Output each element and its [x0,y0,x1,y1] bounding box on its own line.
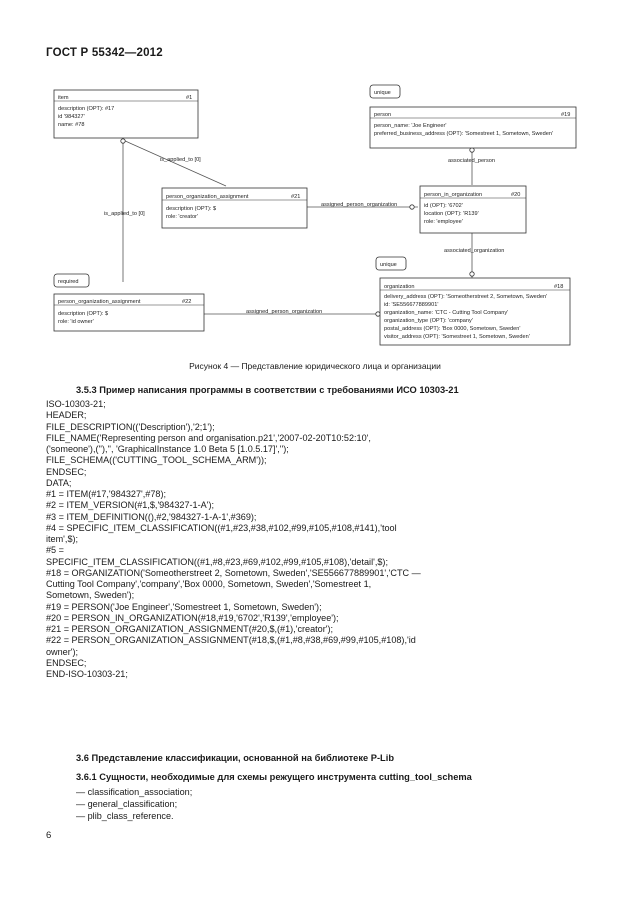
code-line: SPECIFIC_ITEM_CLASSIFICATION((#1,#8,#23,… [46,556,388,567]
list-item: — plib_class_reference. [76,811,174,821]
svg-text:person_in_organization: person_in_organization [424,192,482,198]
svg-text:role: 'creator': role: 'creator' [166,214,198,220]
svg-text:postal_address (OPT): 'Box 000: postal_address (OPT): 'Box 0000, Sometow… [384,326,520,332]
code-line: Sometown, Sweden'); [46,590,135,601]
svg-text:description (OPT): $: description (OPT): $ [58,311,109,317]
svg-text:#20: #20 [511,192,520,198]
svg-text:description (OPT): $: description (OPT): $ [166,206,217,212]
list-item: — classification_association; [76,787,193,797]
svg-text:unique: unique [380,262,397,268]
svg-text:delivery_address (OPT): 'Someo: delivery_address (OPT): 'Someotherstreet… [384,294,547,300]
code-line: ISO-10303-21; [46,399,106,409]
connectors [122,139,473,315]
label-is-applied-to-2: is_applied_to [0] [104,211,145,217]
svg-text:person_organization_assignment: person_organization_assignment [166,194,249,200]
svg-text:organization_type (OPT): 'comp: organization_type (OPT): 'company' [384,318,473,324]
label-is-applied-to-1: is_applied_to [0] [160,157,201,163]
svg-text:id (OPT): '6702': id (OPT): '6702' [424,203,463,209]
figure-caption: Рисунок 4 — Представление юридического л… [189,361,441,371]
entity-person-in-organization: person_in_organization #20 id (OPT): '67… [419,185,527,234]
code-line: #3 = ITEM_DEFINITION((),#2,'984327-1-A-1… [46,511,257,522]
svg-text:description (OPT): #17: description (OPT): #17 [58,106,114,112]
svg-text:organization: organization [384,284,414,290]
section-3-6-title: 3.6 Представление классификации, основан… [76,753,394,763]
section-3-6-1-title: 3.6.1 Сущности, необходимые для схемы ре… [76,772,472,782]
svg-text:person: person [374,112,391,118]
entity-list: — classification_association; — general_c… [76,786,192,822]
svg-text:organization_name: 'CTC - Cutt: organization_name: 'CTC - Cutting Tool C… [384,310,508,316]
svg-text:person_name: 'Joe Engineer': person_name: 'Joe Engineer' [374,123,446,129]
entity-diagram: is_applied_to [0] is_applied_to [0] assi… [53,84,577,346]
label-assigned-person-organization-2: assigned_person_organization [246,309,322,315]
svg-text:#1: #1 [186,95,192,101]
list-item: — general_classification; [76,799,178,809]
svg-text:#18: #18 [554,284,563,290]
code-line: FILE_NAME('Representing person and organ… [46,432,371,443]
svg-text:#19: #19 [561,112,570,118]
code-line: Cutting Tool Company','company','Box 000… [46,579,372,589]
svg-text:unique: unique [374,90,391,96]
code-block: ISO-10303-21;HEADER;FILE_DESCRIPTION(('D… [46,399,546,680]
svg-text:#21: #21 [291,194,300,200]
document-header: ГОСТ Р 55342—2012 [46,47,163,59]
code-line: #22 = PERSON_ORGANIZATION_ASSIGNMENT(#18… [46,635,416,646]
entity-organization: organization #18 delivery_address (OPT):… [379,277,571,346]
svg-text:item: item [58,95,69,101]
code-line: #18 = ORGANIZATION('Someotherstreet 2, S… [46,567,421,578]
code-line: #2 = ITEM_VERSION(#1,$,'984327-1-A'); [46,500,214,511]
code-line: #1 = ITEM(#17,'984327',#78); [46,489,166,499]
code-line: #4 = SPECIFIC_ITEM_CLASSIFICATION((#1,#2… [46,522,397,533]
tag-required: required [53,273,90,288]
svg-text:required: required [58,279,79,285]
entity-item: item #1 description (OPT): #17 id '98432… [53,89,199,139]
svg-text:id: 'SE556677889901': id: 'SE556677889901' [384,302,438,308]
code-line: END-ISO-10303-21; [46,669,128,679]
entity-person: person #19 person_name: 'Joe Engineer' p… [369,106,577,149]
code-line: #19 = PERSON('Joe Engineer','Somestreet … [46,601,322,612]
code-line: #20 = PERSON_IN_ORGANIZATION(#18,#19,'67… [46,612,339,623]
tag-unique-1: unique [369,84,401,99]
svg-text:location (OPT): 'R139': location (OPT): 'R139' [424,211,479,217]
label-associated-person: associated_person [448,158,495,164]
code-line: #21 = PERSON_ORGANIZATION_ASSIGNMENT(#20… [46,624,334,634]
svg-text:role: 'id owner': role: 'id owner' [58,319,94,325]
svg-text:role: 'employee': role: 'employee' [424,219,463,225]
code-line: DATA; [46,477,72,488]
code-line: FILE_SCHEMA(('CUTTING_TOOL_SCHEMA_ARM'))… [46,455,267,466]
page-number: 6 [46,830,52,841]
svg-text:preferred_business_address (OP: preferred_business_address (OPT): 'Somes… [374,131,553,137]
code-line: #5 = [46,545,64,556]
tag-unique-2: unique [375,256,407,271]
label-associated-organization: associated_organization [444,248,504,254]
svg-text:name: #78: name: #78 [58,122,84,128]
label-assigned-person-organization-1: assigned_person_organization [321,202,397,208]
code-line: FILE_DESCRIPTION(('Description'),'2;1'); [46,421,215,432]
section-3-5-3-title: 3.5.3 Пример написания программы в соотв… [76,385,459,395]
code-line: ('someone'),(''),'', 'GraphicalInstance … [46,444,289,454]
entity-person-organization-assignment-22: person_organization_assignment #22 descr… [53,293,205,332]
code-line: ENDSEC; [46,466,87,477]
svg-text:visitor_address (OPT): 'Somest: visitor_address (OPT): 'Somestreet 1, So… [384,334,530,340]
code-line: item',$); [46,534,79,544]
code-line: HEADER; [46,410,87,421]
svg-text:#22: #22 [182,299,191,305]
code-line: ENDSEC; [46,657,87,668]
entity-person-organization-assignment-21: person_organization_assignment #21 descr… [161,187,308,229]
svg-text:person_organization_assignment: person_organization_assignment [58,299,141,305]
code-line: owner'); [46,646,79,657]
svg-text:id '984327': id '984327' [58,114,85,120]
